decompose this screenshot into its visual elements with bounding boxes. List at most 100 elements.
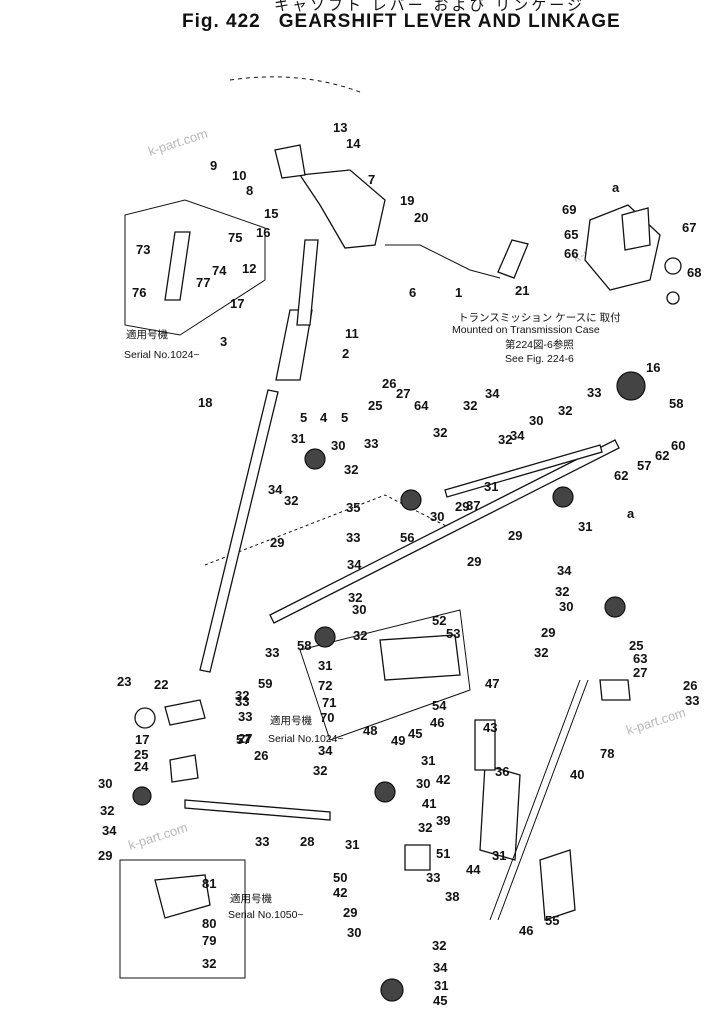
callout-57: 57 (236, 732, 250, 747)
callout-27: 27 (633, 665, 647, 680)
callout-58: 58 (669, 396, 683, 411)
inset-box-serial-1024 (124, 199, 266, 336)
callout-33: 33 (238, 709, 252, 724)
callout-29: 29 (467, 554, 481, 569)
callout-26: 26 (382, 376, 396, 391)
callout-33: 33 (235, 694, 249, 709)
note-serial-1024-jp: 適用号機 (126, 328, 168, 341)
callout-60: 60 (671, 438, 685, 453)
callout-34: 34 (318, 743, 333, 758)
callout-40: 40 (570, 767, 584, 782)
callout-76: 76 (132, 285, 146, 300)
ball-knob (552, 486, 574, 508)
watermark: k-part.com (126, 820, 189, 853)
reference-letter-a: a (612, 180, 620, 195)
bracket-78 (154, 874, 211, 919)
callout-32: 32 (202, 956, 216, 971)
callout-33: 33 (265, 645, 279, 660)
callout-34: 34 (268, 482, 283, 497)
callout-26: 26 (683, 678, 697, 693)
callout-27: 27 (396, 386, 410, 401)
callout-12: 12 (242, 261, 256, 276)
bracket-47 (379, 634, 461, 681)
callout-43: 43 (483, 720, 497, 735)
callout-72: 72 (318, 678, 332, 693)
callout-5: 5 (341, 410, 348, 425)
callout-19: 19 (400, 193, 414, 208)
callout-3: 3 (220, 334, 227, 349)
callout-63: 63 (633, 651, 647, 666)
mounting-block (621, 207, 651, 251)
callout-39: 39 (436, 813, 450, 828)
callout-22: 22 (154, 677, 168, 692)
ball-knob (304, 448, 326, 470)
callout-70: 70 (320, 710, 334, 725)
callout-4: 4 (320, 410, 328, 425)
note-serial-1024b-jp: 適用号機 (270, 714, 312, 727)
callout-28: 28 (300, 834, 314, 849)
callout-32: 32 (348, 590, 362, 605)
callout-24: 24 (134, 759, 149, 774)
callout-50: 50 (333, 870, 347, 885)
callout-78: 78 (600, 746, 614, 761)
bracket-55 (539, 849, 576, 921)
callout-18: 18 (198, 395, 212, 410)
callout-8: 8 (246, 183, 253, 198)
callout-64: 64 (414, 398, 429, 413)
handle-76 (164, 231, 191, 301)
callout-37: 37 (466, 498, 480, 513)
callout-1: 1 (455, 285, 462, 300)
callout-25: 25 (629, 638, 643, 653)
callout-74: 74 (212, 263, 227, 278)
callout-11: 11 (345, 326, 359, 341)
cable-36 (489, 679, 581, 921)
nut-23 (134, 707, 156, 729)
callout-65: 65 (564, 227, 578, 242)
figure-number: Fig. 422 (182, 11, 261, 32)
washer (666, 291, 680, 305)
cable-36 (497, 679, 589, 921)
callout-29: 29 (98, 848, 112, 863)
callout-10: 10 (232, 168, 246, 183)
callout-31: 31 (421, 753, 435, 768)
callout-34: 34 (510, 428, 525, 443)
callout-15: 15 (264, 206, 278, 221)
callout-29: 29 (343, 905, 357, 920)
figure-title-text: GEARSHIFT LEVER AND LINKAGE (278, 11, 621, 32)
shift-knob (497, 239, 529, 279)
callout-81: 81 (202, 876, 216, 891)
callout-46: 46 (430, 715, 444, 730)
callout-34: 34 (557, 563, 572, 578)
callout-42: 42 (436, 772, 450, 787)
callout-32: 32 (463, 398, 477, 413)
callout-47: 47 (485, 676, 499, 691)
callout-31: 31 (318, 658, 332, 673)
callout-9: 9 (210, 158, 217, 173)
callout-66: 66 (564, 246, 578, 261)
callout-16: 16 (646, 360, 660, 375)
callout-31: 31 (345, 837, 359, 852)
callout-36: 36 (495, 764, 509, 779)
ball-knob (314, 626, 336, 648)
callout-32: 32 (284, 493, 298, 508)
ball-knob (604, 596, 626, 618)
callout-32: 32 (344, 462, 358, 477)
bracket-38 (479, 764, 521, 861)
callout-33: 33 (346, 530, 360, 545)
ball-knob (400, 489, 422, 511)
bracket-24 (169, 754, 199, 783)
callout-71: 71 (322, 695, 336, 710)
ball-joint (616, 371, 646, 401)
callout-27: 27 (238, 731, 252, 746)
dashed-outline (204, 494, 451, 566)
callout-25: 25 (134, 747, 148, 762)
callout-53: 53 (446, 626, 460, 641)
note-serial-1050-jp: 適用号機 (230, 892, 272, 905)
callout-23: 23 (117, 674, 131, 689)
callout-32: 32 (432, 938, 446, 953)
callout-79: 79 (202, 933, 216, 948)
bracket-clamp (274, 144, 306, 179)
callout-6: 6 (409, 285, 416, 300)
callout-16: 16 (256, 225, 270, 240)
callout-33: 33 (426, 870, 440, 885)
